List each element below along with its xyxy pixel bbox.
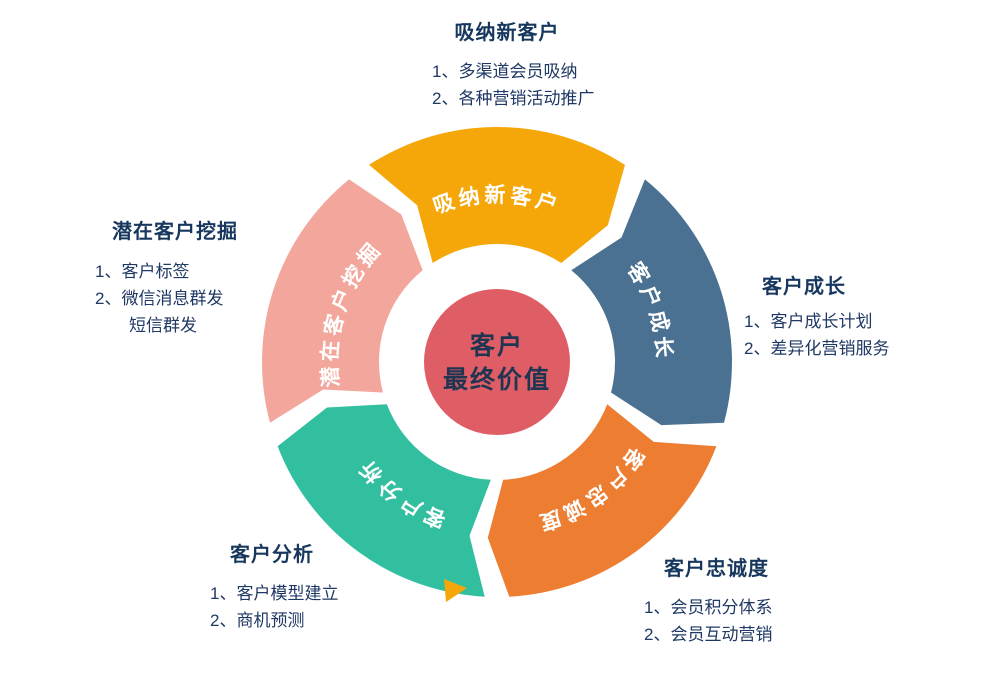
callout-top-item-2: 2、各种营销活动推广: [432, 89, 595, 108]
callout-bottom-right-item-1: 1、会员积分体系: [644, 598, 773, 617]
callout-right-items: 1、客户成长计划 2、差异化营销服务: [744, 308, 889, 362]
callout-left-items: 1、客户标签 2、微信消息群发 短信群发: [95, 258, 223, 339]
callout-left-item-3: 短信群发: [129, 316, 197, 335]
callout-bottom-left-items: 1、客户模型建立 2、商机预测: [210, 580, 338, 634]
center-title-line1: 客户: [470, 331, 524, 360]
callout-bottom-left-item-2: 2、商机预测: [210, 611, 305, 630]
callout-left-item-1: 1、客户标签: [95, 262, 190, 281]
callout-left-title: 潜在客户挖掘: [112, 221, 238, 243]
center-circle: [424, 289, 570, 435]
segment-attract-new-customers: [369, 126, 625, 264]
segment-customer-loyalty: [487, 404, 717, 597]
segment-customer-analysis: [277, 404, 491, 597]
callout-top-item-1: 1、多渠道会员吸纳: [432, 62, 578, 81]
callout-bottom-right-items: 1、会员积分体系 2、会员互动营销: [644, 594, 772, 648]
callout-bottom-right-title: 客户忠诚度: [664, 558, 769, 580]
callout-right-item-1: 1、客户成长计划: [744, 312, 873, 331]
callout-bottom-left-item-1: 1、客户模型建立: [210, 584, 339, 603]
segment-customer-growth: [571, 179, 732, 426]
callout-left-item-2: 2、微信消息群发: [95, 289, 224, 308]
callout-top-items: 1、多渠道会员吸纳 2、各种营销活动推广: [432, 58, 594, 112]
center-title-line2: 最终价值: [443, 365, 551, 394]
segment-potential-customer-mining: [262, 179, 423, 423]
callout-bottom-right-item-2: 2、会员互动营销: [644, 625, 773, 644]
yellow-arrow-artifact: [444, 579, 467, 602]
callout-right-title: 客户成长: [762, 276, 846, 298]
callout-bottom-left-title: 客户分析: [230, 544, 314, 566]
callout-top-title: 吸纳新客户: [454, 22, 560, 44]
callout-right-item-2: 2、差异化营销服务: [744, 339, 890, 358]
